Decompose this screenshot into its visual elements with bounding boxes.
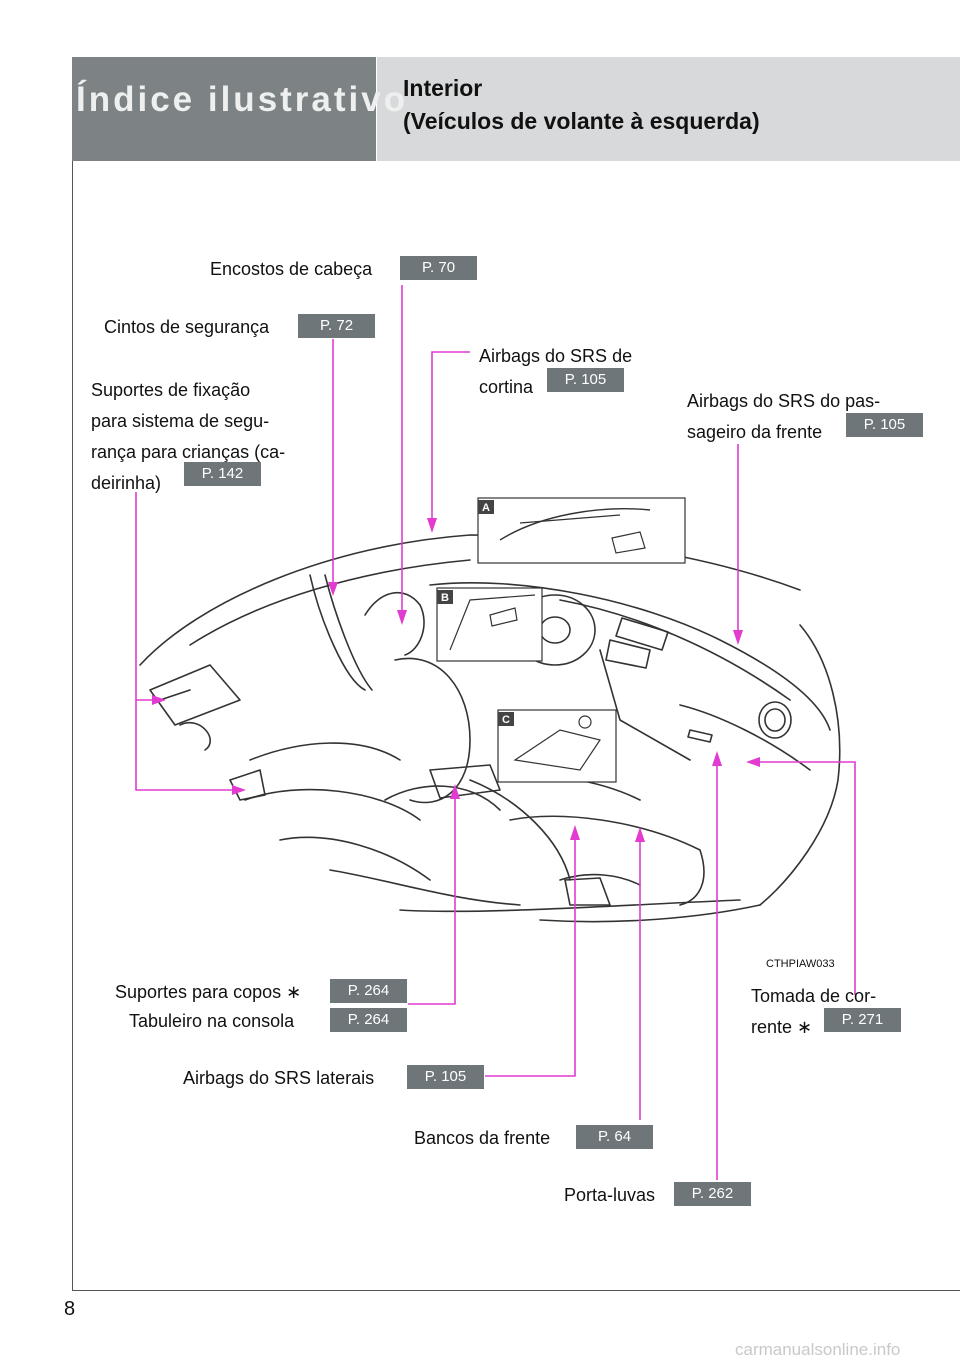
leader-cup-holders [408,790,456,1005]
power-outlet-line-1: Tomada de cor- [751,986,877,1006]
subtitle-line-2: (Veículos de volante à esquerda) [403,108,760,134]
curtain-airbags-line-2: cortina [479,377,534,397]
inset-b-tag: B [441,592,449,604]
subtitle-line-1: Interior [403,75,483,101]
child-restraint-page-ref[interactable]: P. 142 [184,462,261,486]
curtain-airbags-line-1: Airbags do SRS de [479,346,633,366]
power-outlet-page-ref[interactable]: P. 271 [824,1008,901,1032]
passenger-airbag-page-ref[interactable]: P. 105 [846,413,923,437]
headrests-label: Encostos de cabeça [210,259,373,279]
page-number: 8 [64,1298,76,1320]
section-title: Índice ilustrativo [76,80,409,119]
page-frame [72,57,960,1291]
section-header-tab [72,57,376,161]
child-restraint-line-3: rança para crianças (ca- [91,442,286,462]
page-subtitle: Interior (Veículos de volante à esquerda… [403,72,760,138]
inset-b-tag-bg [437,590,453,604]
passenger-airbag-line-1: Airbags do SRS do pas- [687,391,881,411]
curtain-airbags-label: Airbags do SRS de cortina [479,341,632,403]
passenger-airbag-line-2: sageiro da frente [687,422,823,442]
power-outlet-label: Tomada de cor- rente ∗ [751,981,876,1043]
side-airbags-page-ref[interactable]: P. 105 [407,1065,484,1089]
glove-box-label: Porta-luvas [564,1185,656,1205]
glove-box-page-ref[interactable]: P. 262 [674,1182,751,1206]
inset-a-tag: A [482,502,490,514]
leader-lines [135,285,856,1180]
child-restraint-label: Suportes de fixação para sistema de segu… [91,375,285,499]
inset-a-tag-bg [478,500,494,514]
leader-curtain-airbags [431,351,470,528]
child-restraint-line-2: para sistema de segu- [91,411,270,431]
inset-c-tag-bg [498,712,514,726]
section-header-band [377,57,960,161]
leader-side-airbags [485,830,576,1077]
inset-b [436,587,543,662]
side-airbags-label: Airbags do SRS laterais [183,1068,375,1088]
console-box-label: Tabuleiro na consola [129,1011,295,1031]
front-seats-label: Bancos da frente [414,1128,551,1148]
console-box-page-ref[interactable]: P. 264 [330,1008,407,1032]
front-seats-page-ref[interactable]: P. 64 [576,1125,653,1149]
passenger-airbag-label: Airbags do SRS do pas- sageiro da frente [687,386,880,448]
child-restraint-line-4: deirinha) [91,473,162,493]
child-restraint-line-1: Suportes de fixação [91,380,251,400]
power-outlet-line-2: rente ∗ [751,1017,813,1037]
curtain-airbags-page-ref[interactable]: P. 105 [547,368,624,392]
leader-child-restraint-lower [135,492,240,791]
illustration-code: CTHPIAW033 [766,958,835,970]
inset-c [497,709,617,783]
watermark: carmanualsonline.info [735,1340,901,1359]
leader-power-outlet [752,761,856,995]
leader-arrowheads [152,518,760,842]
headrests-page-ref[interactable]: P. 70 [400,256,477,280]
seatbelts-label: Cintos de segurança [104,317,270,337]
cup-holders-label: Suportes para copos ∗ [115,982,302,1002]
cup-holders-page-ref[interactable]: P. 264 [330,979,407,1003]
inset-c-tag: C [502,714,510,726]
seatbelts-page-ref[interactable]: P. 72 [298,314,375,338]
car-interior-drawing [139,534,841,923]
inset-a [477,497,686,564]
